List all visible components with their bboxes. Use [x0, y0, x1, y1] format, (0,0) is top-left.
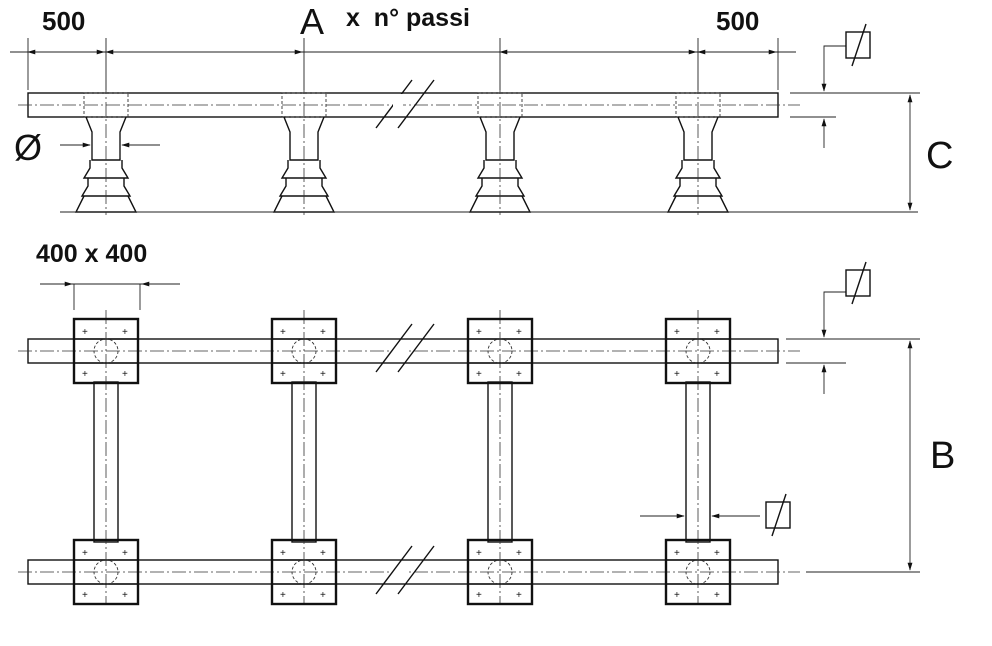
svg-text:+: + [82, 369, 88, 380]
pedestal-3 [468, 80, 532, 215]
beam-thickness-dimension-top [821, 23, 871, 148]
plate-size-label: 400 x 400 [36, 240, 147, 268]
elevation-view: 500 A x n° passi 500 [10, 1, 953, 215]
plan-break-marks [375, 323, 435, 595]
plate: + + + + [664, 317, 732, 385]
cross-beam-width-dimension [640, 493, 791, 537]
beam-section-icon-plan [845, 269, 871, 297]
svg-text:+: + [320, 590, 326, 601]
svg-text:+: + [516, 327, 522, 338]
svg-text:+: + [82, 327, 88, 338]
beam-section-icon-cross [765, 501, 791, 529]
plate: + + + + [270, 317, 338, 385]
svg-text:+: + [476, 369, 482, 380]
right-spacing-label: 500 [716, 6, 759, 36]
svg-text:+: + [714, 590, 720, 601]
pedestal-diameter-symbol: Ø [14, 127, 42, 168]
svg-text:+: + [674, 548, 680, 559]
plate: + + + + [270, 538, 338, 606]
pedestal-2 [272, 80, 336, 215]
svg-text:+: + [320, 327, 326, 338]
beam-thickness-dimension-plan [786, 261, 871, 394]
svg-text:+: + [476, 327, 482, 338]
top-dimension-line [10, 38, 796, 90]
pedestal-1 [74, 80, 138, 215]
elevation-beam [18, 79, 800, 129]
svg-text:+: + [280, 327, 286, 338]
svg-text:+: + [82, 548, 88, 559]
plate: + + + + [466, 538, 534, 606]
svg-text:+: + [674, 327, 680, 338]
svg-text:+: + [714, 327, 720, 338]
svg-text:+: + [280, 590, 286, 601]
left-spacing-label: 500 [42, 6, 85, 36]
plate: + + + + [72, 317, 140, 385]
svg-text:+: + [674, 590, 680, 601]
width-letter-label: B [930, 435, 955, 477]
plate: + + + + [466, 317, 534, 385]
svg-text:+: + [122, 590, 128, 601]
svg-text:+: + [320, 548, 326, 559]
svg-text:+: + [122, 327, 128, 338]
svg-text:+: + [280, 369, 286, 380]
svg-text:+: + [714, 369, 720, 380]
height-letter-label: C [926, 135, 953, 177]
plate: + + + + [664, 538, 732, 606]
svg-text:+: + [674, 369, 680, 380]
svg-text:+: + [516, 548, 522, 559]
plan-view: 400 x 400 + + [18, 240, 955, 606]
plate: + + + + [72, 538, 140, 606]
span-letter-label: A [300, 1, 324, 42]
plan-beam-bottom [18, 559, 800, 585]
svg-text:+: + [280, 548, 286, 559]
pedestal-diameter-dimension [60, 132, 160, 158]
svg-text:+: + [476, 590, 482, 601]
plate-size-dimension [40, 281, 180, 310]
svg-text:+: + [122, 369, 128, 380]
pedestal-4 [666, 80, 730, 215]
svg-text:+: + [714, 548, 720, 559]
height-dimension [790, 92, 920, 211]
svg-text:+: + [122, 548, 128, 559]
beam-section-icon-top [845, 31, 871, 59]
plan-beam-top [18, 338, 800, 364]
svg-text:+: + [516, 369, 522, 380]
svg-text:+: + [476, 548, 482, 559]
plan-plates: + + + + + + + + + + + + + + [72, 317, 732, 606]
span-text-label: x n° passi [346, 4, 470, 32]
svg-text:+: + [320, 369, 326, 380]
width-dimension [806, 338, 920, 573]
svg-text:+: + [82, 590, 88, 601]
svg-text:+: + [516, 590, 522, 601]
